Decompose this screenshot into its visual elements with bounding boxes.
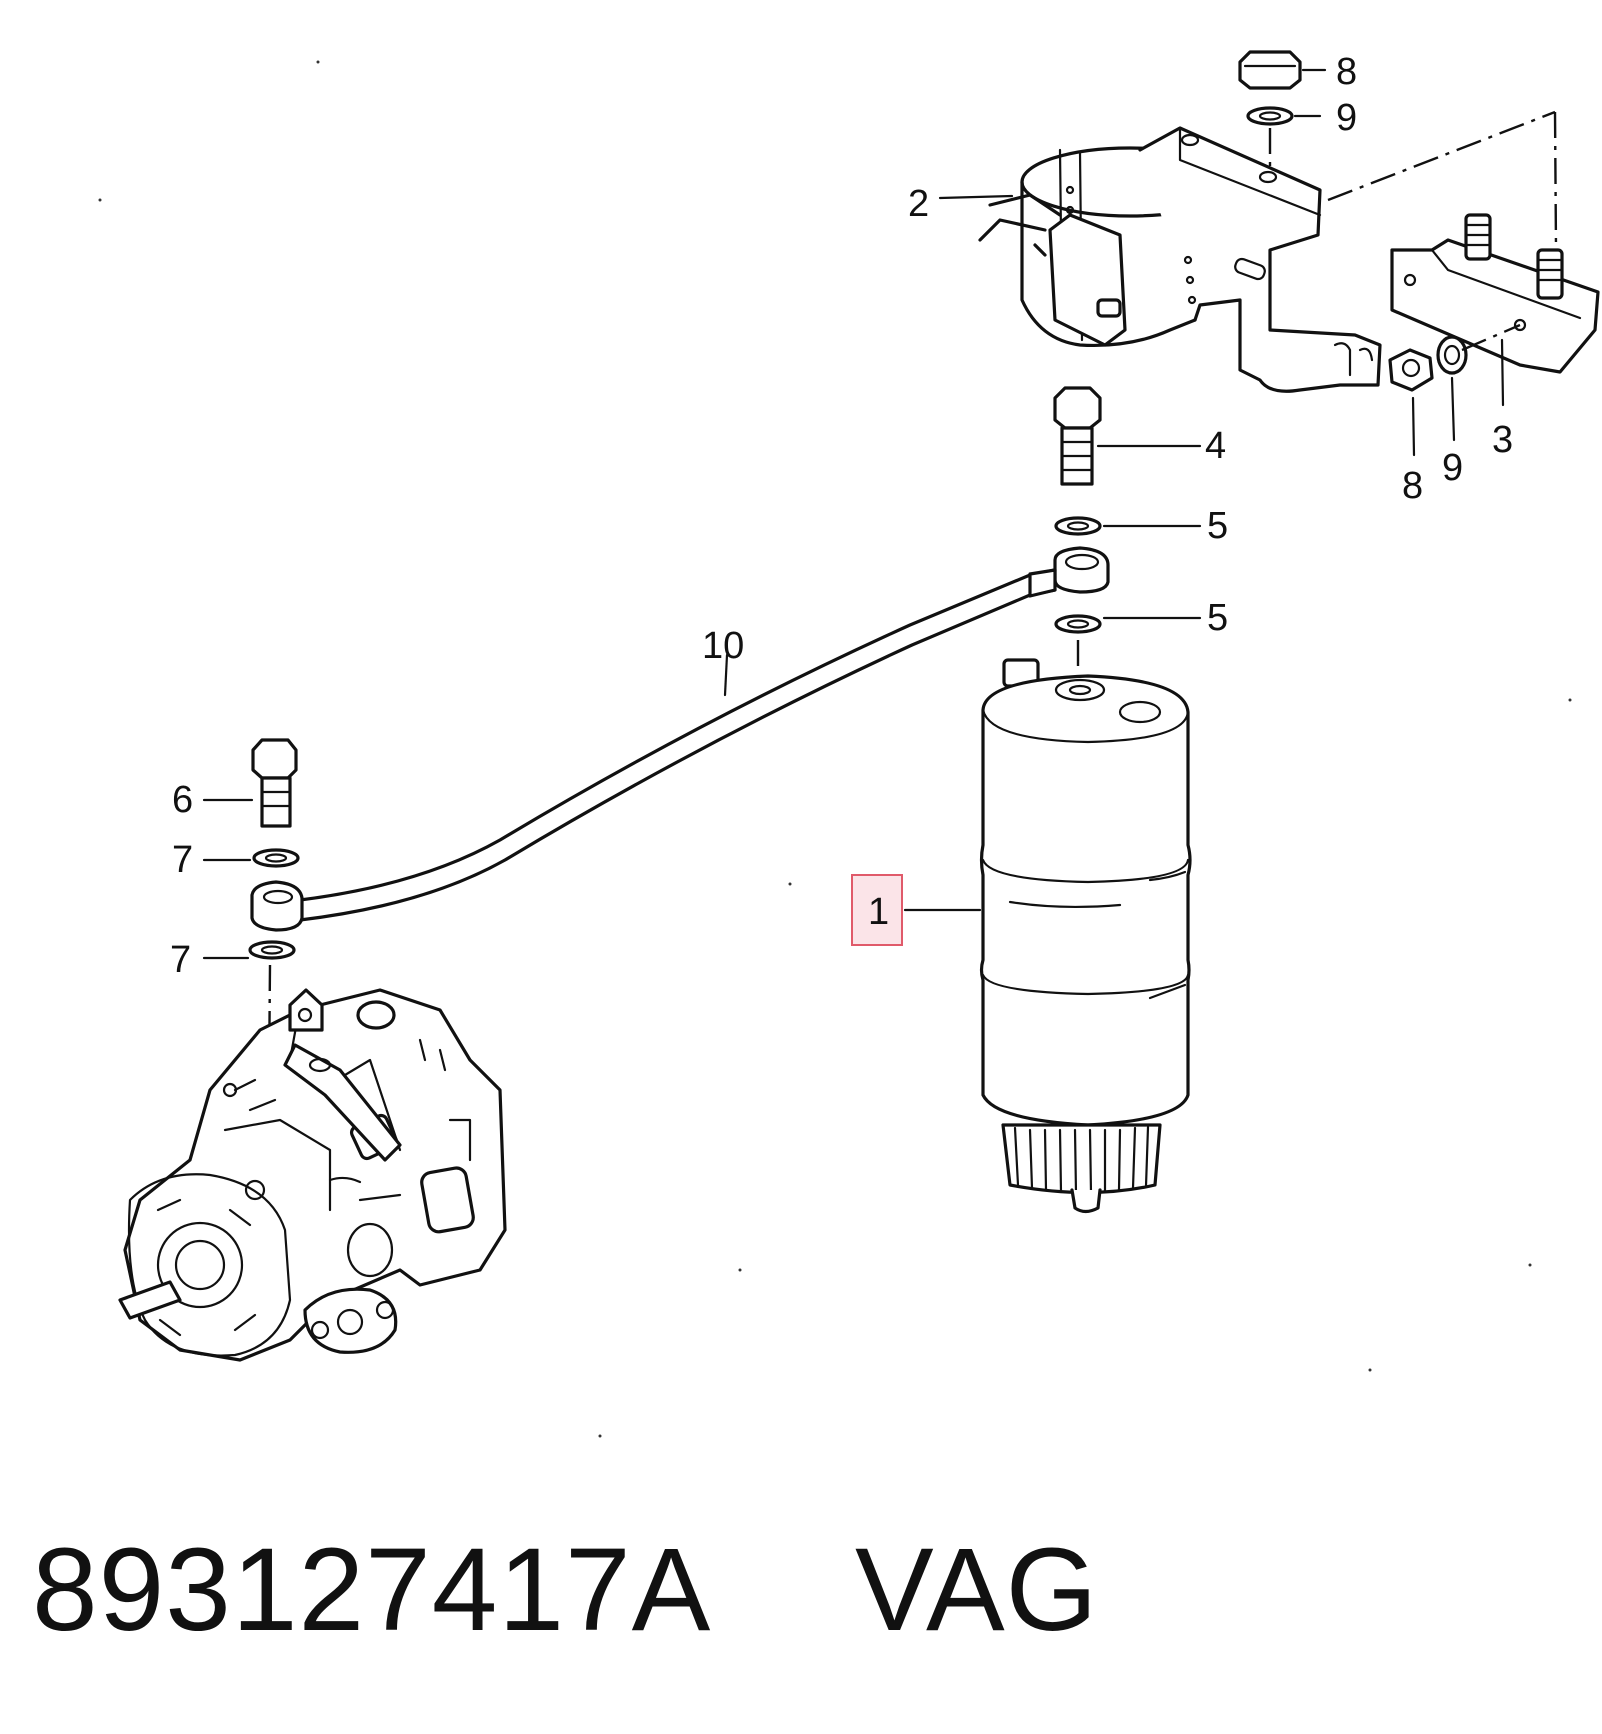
fuel-line — [298, 568, 1057, 922]
callout-1[interactable]: 1 — [868, 891, 889, 933]
callout-3[interactable]: 3 — [1492, 419, 1513, 461]
callout-2[interactable]: 2 — [908, 183, 929, 225]
callout-5-lower[interactable]: 5 — [1207, 597, 1228, 639]
callout-7-lower[interactable]: 7 — [170, 939, 191, 981]
scan-specks — [98, 60, 1572, 1438]
callout-10[interactable]: 10 — [702, 625, 744, 667]
callout-6[interactable]: 6 — [172, 779, 193, 821]
injection-pump — [118, 988, 507, 1362]
mounting-bracket-assembly — [978, 50, 1600, 393]
brand-name: VAG — [855, 1524, 1098, 1656]
callout-7-upper[interactable]: 7 — [172, 839, 193, 881]
callout-9-top[interactable]: 9 — [1336, 97, 1357, 139]
banjo-bolt-assembly — [1053, 386, 1110, 672]
callout-4[interactable]: 4 — [1205, 425, 1226, 467]
callout-labels: 8 9 2 4 5 5 10 6 7 7 1 8 9 3 — [170, 51, 1513, 981]
part-number: 893127417A — [32, 1524, 711, 1656]
fuel-filter — [979, 658, 1192, 1214]
callout-5-upper[interactable]: 5 — [1207, 505, 1228, 547]
leader-lines — [202, 68, 1505, 960]
selected-part-highlight[interactable] — [851, 874, 903, 946]
callout-8-top[interactable]: 8 — [1336, 51, 1357, 93]
callout-8-bottom[interactable]: 8 — [1402, 465, 1423, 507]
callout-9-bottom[interactable]: 9 — [1442, 447, 1463, 489]
